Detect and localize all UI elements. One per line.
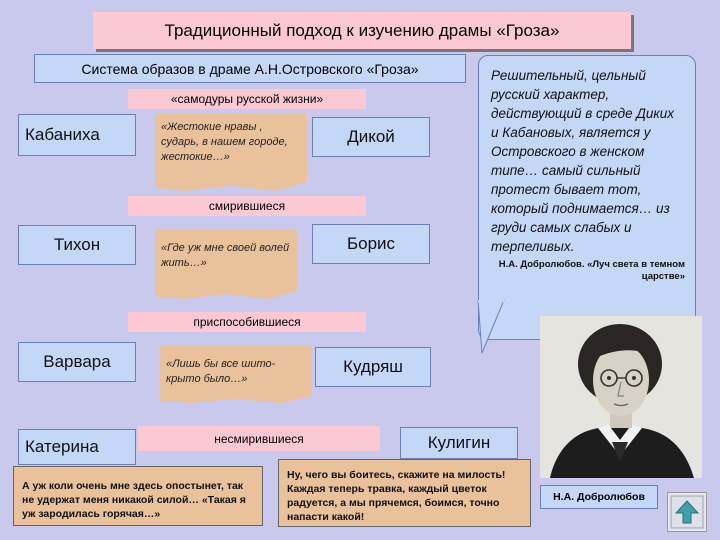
page-title: Традиционный подход к изучению драмы «Гр… [93, 12, 631, 49]
note-prisposobivshiesya: «Лишь бы все шито- крыто было…» [160, 345, 312, 403]
back-button[interactable] [667, 492, 707, 532]
page-subtitle: Система образов в драме А.Н.Островского … [34, 54, 466, 83]
character-kudryash: Кудряш [315, 347, 431, 387]
category-prisposobivshiesya: приспособившиеся [128, 312, 366, 332]
category-samodury: «самодуры русской жизни» [128, 89, 366, 109]
callout-citation: Н.А. Добролюбов. «Луч света в темном цар… [498, 259, 685, 282]
portrait-image [540, 316, 702, 478]
callout-dobrolyubov: Решительный, цельный русский характер, д… [478, 55, 696, 340]
character-varvara: Варвара [18, 342, 136, 382]
category-smirivshiesya: смирившиеся [128, 196, 366, 216]
callout-tail-icon [477, 300, 505, 354]
note-samodury: «Жестокие нравы , сударь, в нашем городе… [155, 114, 307, 191]
note-smirivshiesya: «Где уж мне своей волей жить…» [155, 229, 297, 299]
character-kuligin: Кулигин [400, 427, 518, 459]
character-dikoy: Дикой [312, 117, 430, 157]
portrait-caption: Н.А. Добролюбов [540, 485, 658, 509]
quote-kuligin: Ну, чего вы боитесь, скажите на милость!… [278, 459, 531, 527]
portrait-illustration-icon [540, 316, 702, 478]
back-arrow-icon [670, 495, 704, 529]
character-katerina: Катерина [18, 429, 136, 465]
category-nesmirivshiesya: несмирившиеся [138, 426, 380, 451]
callout-text: Решительный, цельный русский характер, д… [491, 68, 675, 254]
quote-katerina: А уж коли очень мне здесь опостынет, так… [13, 466, 263, 526]
character-tikhon: Тихон [18, 225, 136, 265]
character-kabanikha: Кабаниха [18, 114, 136, 156]
character-boris: Борис [312, 224, 430, 264]
